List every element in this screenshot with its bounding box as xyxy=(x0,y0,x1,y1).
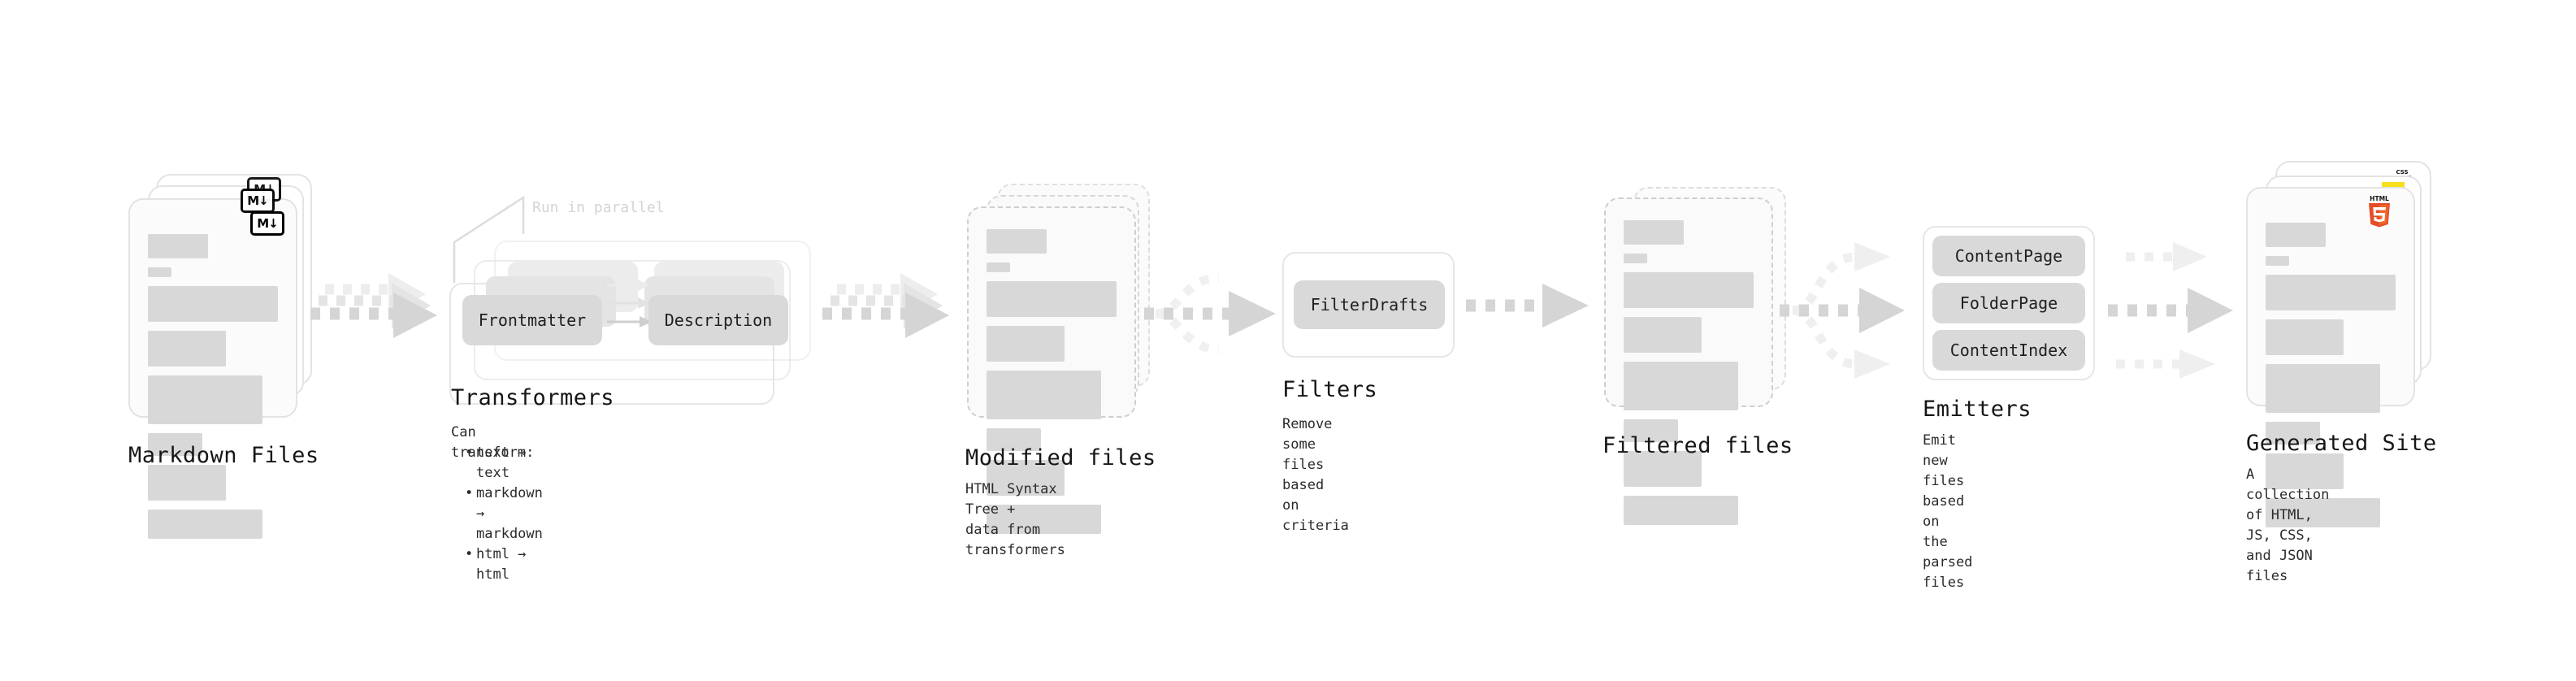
transform-rule-item: markdown → markdown xyxy=(465,484,543,544)
content-bar xyxy=(148,267,171,277)
content-bar xyxy=(148,510,262,539)
arrow-transformers-to-modified xyxy=(822,273,949,338)
site-file-card-front xyxy=(2246,187,2415,527)
run-in-parallel-label: Run in parallel xyxy=(532,199,665,216)
content-bar xyxy=(148,375,262,424)
content-bar xyxy=(148,234,208,258)
content-bar xyxy=(987,505,1101,534)
content-bar xyxy=(2266,453,2344,489)
emitter-chip-contentindex[interactable]: ContentIndex xyxy=(1932,330,2085,371)
content-bar xyxy=(148,465,226,501)
emitters-subtitle: Emit new files based on the parsed files xyxy=(1923,432,1973,591)
transformer-inner-arrows xyxy=(607,280,652,327)
markdown-card-content xyxy=(148,234,278,548)
content-bar xyxy=(1624,362,1738,410)
emitter-chip-contentpage[interactable]: ContentPage xyxy=(1932,236,2085,276)
filters-subtitle: Remove some files based on criteria xyxy=(1282,416,1349,534)
content-bar xyxy=(987,281,1117,317)
svg-text:HTML: HTML xyxy=(2370,195,2389,202)
content-bar xyxy=(2266,256,2289,266)
filters-group-box xyxy=(1282,252,1455,358)
content-bar xyxy=(2266,275,2396,310)
content-bar xyxy=(1624,220,1684,245)
transformers-title: Transformers xyxy=(451,385,615,410)
content-bar xyxy=(987,262,1010,272)
content-bar xyxy=(2266,422,2321,445)
content-bar xyxy=(1624,496,1738,525)
content-bar xyxy=(987,428,1042,451)
content-bar xyxy=(148,331,226,367)
content-bar xyxy=(1624,272,1754,308)
emitter-chip-folderpage[interactable]: FolderPage xyxy=(1932,283,2085,323)
arrow-filters-to-filtered xyxy=(1466,284,1589,327)
transformer-chip-description[interactable]: Description xyxy=(648,295,788,345)
transformers-desc-list: text → text markdown → markdown html → h… xyxy=(465,443,543,585)
content-bar xyxy=(1624,254,1647,263)
content-bar xyxy=(987,326,1065,362)
filtered-files-title: Filtered files xyxy=(1602,433,1793,458)
generated-site-subtitle: A collection of HTML, JS, CSS, and JSON … xyxy=(2246,466,2330,584)
emitters-title: Emitters xyxy=(1923,397,2032,422)
markdown-icon: M↓ xyxy=(250,211,284,236)
markdown-file-card-front: M↓ xyxy=(128,198,297,539)
filtered-file-card-front xyxy=(1604,197,1773,525)
parallel-bracket xyxy=(453,195,525,283)
content-bar xyxy=(2266,223,2326,247)
content-bar xyxy=(987,371,1101,419)
content-bar xyxy=(2266,364,2380,413)
content-bar xyxy=(987,460,1065,496)
filtered-card-content xyxy=(1624,220,1754,534)
arrow-filtered-to-emitters xyxy=(1780,242,1905,379)
modified-file-card-front xyxy=(967,206,1136,534)
modified-files-title: Modified files xyxy=(965,445,1156,471)
content-bar xyxy=(987,229,1047,254)
content-bar xyxy=(1624,451,1702,487)
transformer-chip-frontmatter[interactable]: Frontmatter xyxy=(462,295,602,345)
modified-card-content xyxy=(987,229,1117,543)
svg-text:CSS: CSS xyxy=(2396,169,2408,176)
site-card-content xyxy=(2266,223,2396,536)
emitters-group-box xyxy=(1923,226,2095,380)
content-bar xyxy=(148,286,278,322)
content-bar xyxy=(1624,419,1679,442)
transform-rule-item: html → html xyxy=(465,544,543,585)
markdown-files-title: Markdown Files xyxy=(128,443,319,468)
generated-site-title: Generated Site xyxy=(2246,431,2437,456)
filters-title: Filters xyxy=(1282,377,1378,402)
arrow-modified-to-filters xyxy=(1144,273,1276,354)
content-bar xyxy=(2266,319,2344,355)
html5-icon: HTML xyxy=(2365,193,2394,229)
content-bar xyxy=(1624,317,1702,353)
markdown-icon-mid: M↓ xyxy=(241,189,275,213)
transform-rule-item: text → text xyxy=(465,443,543,484)
filter-chip-filterdrafts[interactable]: FilterDrafts xyxy=(1294,280,1445,329)
arrow-emitters-to-site xyxy=(2108,242,2233,379)
modified-files-subtitle: HTML Syntax Tree + data from transformer… xyxy=(965,481,1065,558)
content-bar xyxy=(2266,498,2380,527)
arrow-markdown-to-transformers xyxy=(310,273,437,338)
content-bar xyxy=(148,433,203,456)
